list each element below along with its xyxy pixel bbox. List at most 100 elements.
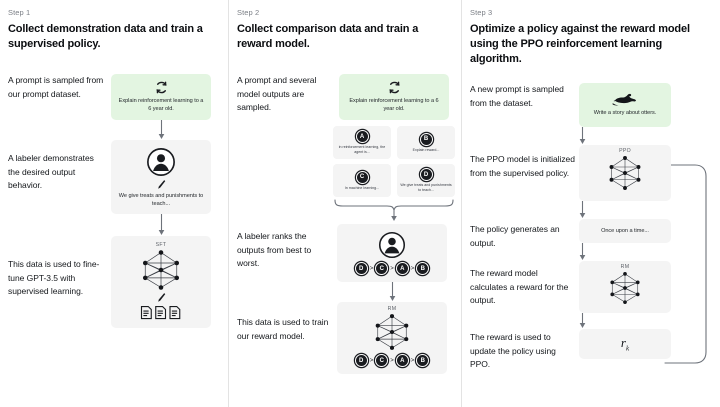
prompt-card-step2: Explain reinforcement learning to a 6 ye… bbox=[339, 74, 449, 120]
rm-ranking-badge-3: A bbox=[395, 354, 409, 367]
step-2-column: Step 2 Collect comparison data and train… bbox=[228, 0, 461, 407]
step-3-caption-2: The PPO model is initialized from the su… bbox=[470, 154, 575, 178]
step-2-row-1: A prompt and several model outputs are s… bbox=[235, 74, 455, 222]
rm-ranking-badge-2: C bbox=[375, 354, 389, 367]
refresh-icon bbox=[388, 81, 401, 94]
output-badge-b: B bbox=[419, 132, 433, 146]
output-text-a: in reinforcement learning, the agent is.… bbox=[338, 145, 386, 154]
output-card-d: D We give treats and punishments to teac… bbox=[397, 164, 455, 197]
labeler-card-step1-text: We give treats and punishments to teach.… bbox=[118, 192, 204, 207]
ranking-badge-1: D bbox=[354, 262, 368, 275]
step-1-caption-3: This data is used to fine-tune GPT-3.5 w… bbox=[8, 259, 100, 296]
ranking-sep-3: > bbox=[410, 265, 415, 272]
step-3-row-5: The reward is used to update the policy … bbox=[468, 329, 710, 372]
rm-ranking-row: D > C > A > B bbox=[354, 354, 430, 367]
reward-model-card-step3: RM bbox=[579, 261, 671, 313]
arrow-down-icon bbox=[579, 243, 586, 261]
step-2-caption-3: This data is used to train our reward mo… bbox=[237, 317, 329, 341]
prompt-card-step1: Explain reinforcement learning to a 6 ye… bbox=[111, 74, 211, 120]
step-3-caption-3: The policy generates an output. bbox=[470, 224, 560, 248]
ranking-card: D > C > A > B bbox=[337, 224, 447, 282]
step-1-column: Step 1 Collect demonstration data and tr… bbox=[0, 0, 228, 407]
pencil-icon bbox=[157, 179, 166, 190]
step-1-row-1: A prompt is sampled from our prompt data… bbox=[6, 74, 218, 140]
arrow-down-icon bbox=[579, 313, 586, 329]
output-card-c: C In machine learning... bbox=[333, 164, 391, 197]
reward-model-card-step2: RM D > bbox=[337, 302, 447, 374]
prompt-card-step2-text: Explain reinforcement learning to a 6 ye… bbox=[349, 98, 439, 112]
step-2-label: Step 2 bbox=[237, 8, 260, 17]
rm-ranking-sep-2: > bbox=[390, 357, 394, 364]
step-2-title: Collect comparison data and train a rewa… bbox=[237, 23, 419, 50]
otter-icon bbox=[612, 93, 638, 106]
sft-card: SFT bbox=[111, 236, 211, 328]
step-3-caption-5: The reward is used to update the policy … bbox=[470, 332, 556, 369]
prompt-card-step1-text: Explain reinforcement learning to a 6 ye… bbox=[118, 98, 204, 112]
ranking-badge-4: B bbox=[416, 262, 430, 275]
generated-output-text: Once upon a time... bbox=[601, 228, 649, 234]
step-3-label: Step 3 bbox=[470, 8, 493, 17]
step-2-row-3: This data is used to train our reward mo… bbox=[235, 302, 451, 374]
arrow-down-icon bbox=[158, 120, 165, 140]
ranking-badge-3: A bbox=[395, 262, 409, 275]
step-3-row-4: The reward model calculates a reward for… bbox=[468, 261, 710, 329]
ranking-sep-2: > bbox=[390, 265, 394, 272]
rm-ranking-sep-1: > bbox=[369, 357, 374, 364]
step-2-caption-2: A labeler ranks the outputs from best to… bbox=[237, 231, 312, 268]
ranking-badge-2: C bbox=[375, 262, 389, 275]
step-1-label: Step 1 bbox=[8, 8, 31, 17]
step-3-row-3: The policy generates an output. Once upo… bbox=[468, 219, 710, 261]
converge-brace-icon bbox=[333, 198, 455, 222]
neural-network-icon bbox=[606, 271, 644, 305]
reward-value-card: rk bbox=[579, 329, 671, 359]
person-icon bbox=[378, 231, 406, 259]
ppo-card: PPO bbox=[579, 145, 671, 201]
output-text-b: Explain reward... bbox=[412, 147, 440, 152]
step-1-row-3: This data is used to fine-tune GPT-3.5 w… bbox=[6, 236, 218, 328]
output-text-d: We give treats and punishments to teach.… bbox=[400, 183, 452, 192]
prompt-card-step3: Write a story about otters. bbox=[579, 83, 671, 127]
rm-ranking-badge-4: B bbox=[416, 354, 430, 367]
arrow-down-icon bbox=[579, 127, 586, 145]
step-3-column: Step 3 Optimize a policy against the rew… bbox=[461, 0, 720, 407]
output-card-a: A in reinforcement learning, the agent i… bbox=[333, 126, 391, 159]
rm-card-tag: RM bbox=[387, 306, 397, 312]
pencil-icon bbox=[157, 292, 166, 303]
step-3-row-1: A new prompt is sampled from the dataset… bbox=[468, 83, 710, 145]
arrow-down-icon bbox=[579, 201, 586, 219]
step-3-title: Optimize a policy against the reward mod… bbox=[470, 23, 690, 65]
refresh-icon bbox=[155, 81, 168, 94]
step-2-caption-1: A prompt and several model outputs are s… bbox=[237, 75, 317, 112]
output-badge-d: D bbox=[419, 168, 433, 181]
neural-network-icon bbox=[138, 249, 184, 291]
sampled-outputs-grid: A in reinforcement learning, the agent i… bbox=[333, 126, 455, 197]
step-1-caption-2: A labeler demonstrates the desired outpu… bbox=[8, 153, 94, 190]
ppo-card-tag: PPO bbox=[619, 148, 631, 154]
arrow-down-icon bbox=[389, 282, 396, 302]
neural-network-icon bbox=[371, 313, 413, 351]
output-badge-c: C bbox=[355, 170, 369, 184]
reward-symbol: rk bbox=[621, 335, 629, 353]
ranking-sep-1: > bbox=[369, 265, 374, 272]
step-2-row-2: A labeler ranks the outputs from best to… bbox=[235, 224, 451, 302]
step-1-title: Collect demonstration data and train a s… bbox=[8, 23, 203, 50]
neural-network-icon bbox=[605, 155, 645, 191]
output-badge-a: A bbox=[355, 130, 369, 143]
reward-symbol-subscript: k bbox=[625, 344, 630, 353]
person-icon bbox=[146, 147, 176, 177]
rm-ranking-sep-3: > bbox=[410, 357, 415, 364]
rm-ranking-badge-1: D bbox=[354, 354, 368, 367]
step-1-row-2: A labeler demonstrates the desired outpu… bbox=[6, 140, 218, 236]
output-card-b: B Explain reward... bbox=[397, 126, 455, 159]
step-3-caption-1: A new prompt is sampled from the dataset… bbox=[470, 84, 564, 108]
arrow-down-icon bbox=[158, 214, 165, 236]
prompt-card-step3-text: Write a story about otters. bbox=[593, 110, 657, 116]
documents-icon bbox=[140, 305, 182, 320]
reward-symbol-base: r bbox=[620, 335, 626, 351]
step-1-flow: Explain reinforcement learning to a 6 ye… bbox=[104, 74, 218, 140]
output-text-c: In machine learning... bbox=[344, 185, 380, 190]
sft-card-tag: SFT bbox=[155, 242, 167, 248]
labeler-card-step1: We give treats and punishments to teach.… bbox=[111, 140, 211, 214]
step-3-caption-4: The reward model calculates a reward for… bbox=[470, 268, 569, 305]
